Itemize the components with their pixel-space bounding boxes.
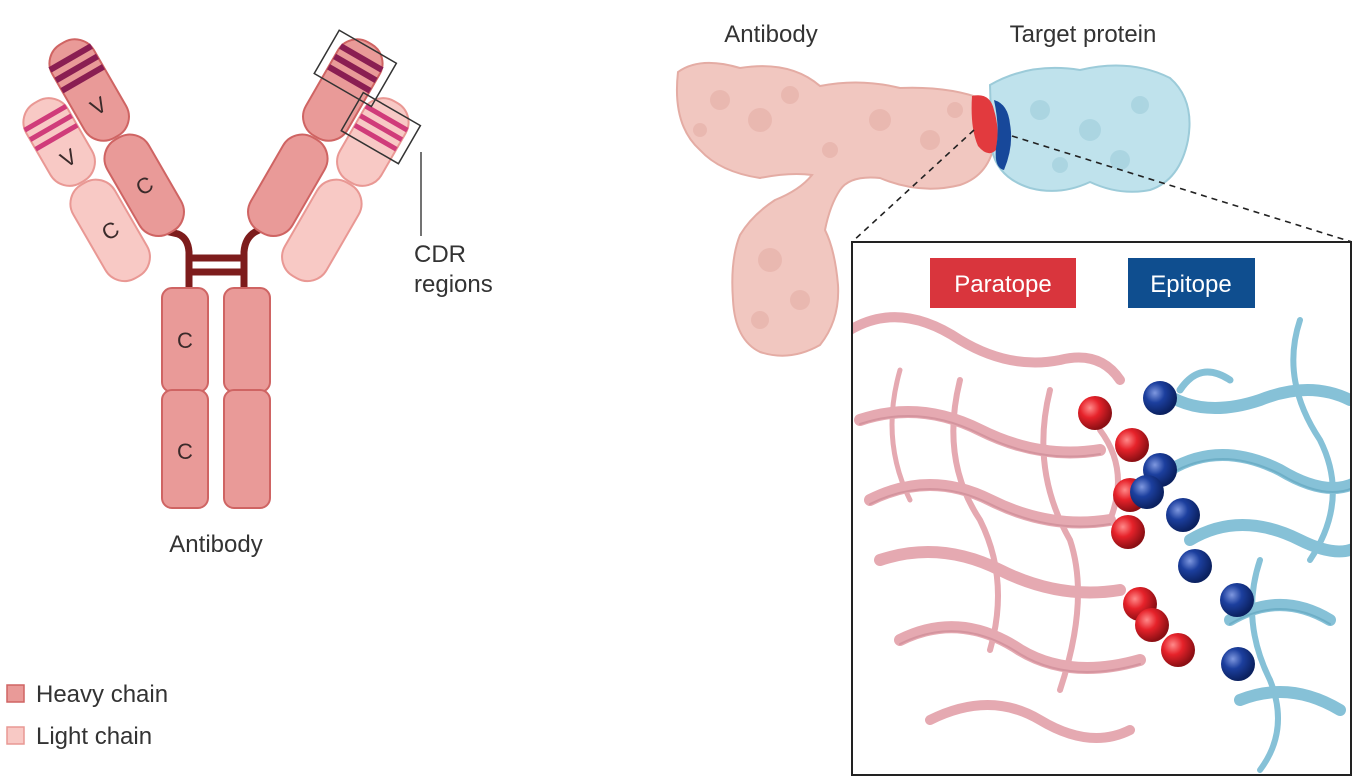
epitope-atom (1178, 549, 1212, 583)
target-ribbon (1154, 317, 1352, 773)
cdr-label-line1: CDR (414, 241, 466, 268)
surface-structure: Antibody Target protein (675, 21, 1352, 357)
epitope-atom (1130, 475, 1164, 509)
cdr-stripes-left-light (23, 104, 79, 152)
epitope-atom (1220, 583, 1254, 617)
paratope-tag-bg (930, 258, 1076, 308)
structure-antibody-label: Antibody (724, 21, 817, 48)
stem-c1-label: C (177, 328, 193, 353)
legend-light-label: Light chain (36, 723, 152, 750)
paratope-atom (1161, 633, 1195, 667)
paratope-atom (1111, 515, 1145, 549)
antibody-ribbon-shade (859, 415, 1141, 673)
paratope-atom (1078, 396, 1112, 430)
heavy-chain-stem-left (161, 287, 209, 509)
right-arm (247, 29, 422, 283)
antibody-surface-texture (693, 86, 963, 329)
cdr-stripes-left-heavy (48, 43, 105, 94)
antibody-schematic: C C V C V C (22, 29, 493, 558)
interface-inset: Paratope Epitope (851, 241, 1352, 776)
epitope-atoms (1130, 381, 1255, 681)
heavy-chain-stem-right (223, 287, 271, 509)
zoom-line-right (1011, 135, 1352, 243)
cdr-label-line2: regions (414, 271, 493, 298)
epitope-atom (1166, 498, 1200, 532)
inset-frame (851, 241, 1352, 776)
cdr-stripes-right-heavy (327, 43, 384, 94)
legend-light-swatch (6, 726, 25, 745)
zoom-line-left (851, 129, 975, 243)
epitope-tag: Epitope (1150, 271, 1231, 298)
disulfide-bonds (148, 218, 279, 296)
target-surface-texture (1030, 96, 1149, 173)
paratope-atom (1135, 608, 1169, 642)
stem-c2-label: C (177, 439, 193, 464)
epitope-atom (1143, 381, 1177, 415)
antibody-surface (675, 61, 997, 357)
legend-heavy-label: Heavy chain (36, 681, 168, 708)
antibody-ribbon (852, 312, 1146, 743)
cdr-stripes-right-light (353, 104, 409, 152)
paratope-surface-patch (971, 95, 998, 154)
legend-heavy-swatch (6, 684, 25, 703)
legend: Heavy chain Light chain (6, 681, 168, 750)
schematic-caption: Antibody (169, 531, 262, 558)
epitope-surface-patch (994, 100, 1012, 170)
cdr-box-light (340, 91, 422, 165)
structure-target-label: Target protein (1010, 21, 1157, 48)
epitope-tag-bg (1128, 258, 1255, 308)
cdr-box-heavy (313, 29, 398, 108)
left-arm: V C V C (22, 38, 185, 283)
paratope-tag: Paratope (954, 271, 1051, 298)
paratope-atom (1115, 428, 1149, 462)
epitope-atom (1221, 647, 1255, 681)
target-ribbon-shade (1169, 458, 1352, 625)
